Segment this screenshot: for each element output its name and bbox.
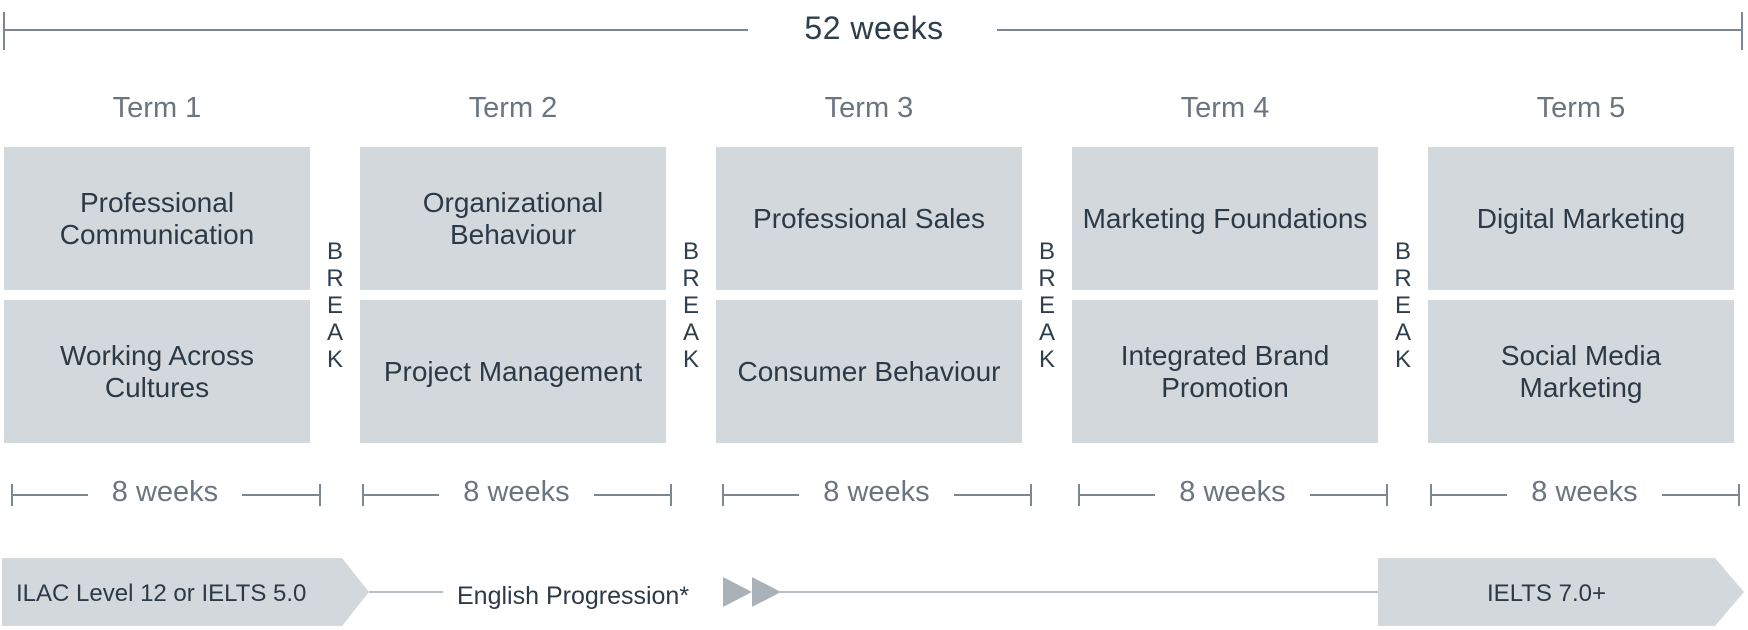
term-4-title: Term 4 — [1180, 92, 1270, 124]
break-letter: B — [682, 238, 699, 265]
course-box: Digital Marketing — [1428, 147, 1734, 290]
break-label-2: B R E A K — [681, 238, 701, 373]
course-box: Social Media Marketing — [1428, 300, 1734, 443]
break-letter: E — [326, 292, 343, 319]
progression-middle-label: English Progression* — [457, 582, 690, 610]
total-duration-bracket — [3, 12, 1743, 50]
break-letter: E — [1038, 292, 1055, 319]
term-3-title: Term 3 — [824, 92, 914, 124]
break-letter: K — [326, 346, 343, 373]
break-letter: B — [1038, 238, 1055, 265]
break-letter: E — [1394, 292, 1411, 319]
break-letter: A — [1038, 319, 1055, 346]
term-5-weeks: 8 weeks — [1531, 476, 1638, 508]
course-box: Integrated Brand Promotion — [1072, 300, 1378, 443]
course-box: Organizational Behaviour — [360, 147, 666, 290]
course-box: Working Across Cultures — [4, 300, 310, 443]
break-label-1: B R E A K — [325, 238, 345, 373]
arrow-icon — [752, 577, 781, 607]
break-letter: B — [1394, 238, 1411, 265]
term-1-weeks: 8 weeks — [111, 476, 219, 508]
course-box: Marketing Foundations — [1072, 147, 1378, 290]
course-box: Consumer Behaviour — [716, 300, 1022, 443]
break-letter: K — [1038, 346, 1055, 373]
end-chevron — [1378, 558, 1744, 626]
break-letter: R — [682, 265, 700, 292]
term-4-weeks: 8 weeks — [1179, 476, 1286, 508]
term-1-title: Term 1 — [112, 92, 202, 124]
arrow-icon — [723, 577, 752, 607]
break-letter: R — [326, 265, 344, 292]
break-letter: K — [1394, 346, 1411, 373]
term-2-title: Term 2 — [468, 92, 558, 124]
term-2-weeks: 8 weeks — [463, 476, 570, 508]
course-box: Professional Sales — [716, 147, 1022, 290]
total-duration-label: 52 weeks — [804, 10, 944, 46]
course-box: Project Management — [360, 300, 666, 443]
progression-start-label: ILAC Level 12 or IELTS 5.0 — [16, 580, 307, 607]
english-progression-bar — [2, 558, 1744, 626]
break-letter: E — [682, 292, 699, 319]
break-letter: K — [682, 346, 699, 373]
term-3-weeks: 8 weeks — [823, 476, 930, 508]
progression-end-label: IELTS 7.0+ — [1487, 580, 1606, 607]
break-letter: A — [682, 319, 699, 346]
course-box: Professional Communication — [4, 147, 310, 290]
break-letter: A — [326, 319, 343, 346]
break-letter: B — [326, 238, 343, 265]
break-label-4: B R E A K — [1393, 238, 1413, 373]
start-chevron — [2, 558, 369, 626]
week-brackets — [11, 484, 1740, 506]
break-label-3: B R E A K — [1037, 238, 1057, 373]
break-letter: R — [1394, 265, 1412, 292]
term-5-title: Term 5 — [1536, 92, 1626, 124]
break-letter: A — [1394, 319, 1411, 346]
break-letter: R — [1038, 265, 1056, 292]
